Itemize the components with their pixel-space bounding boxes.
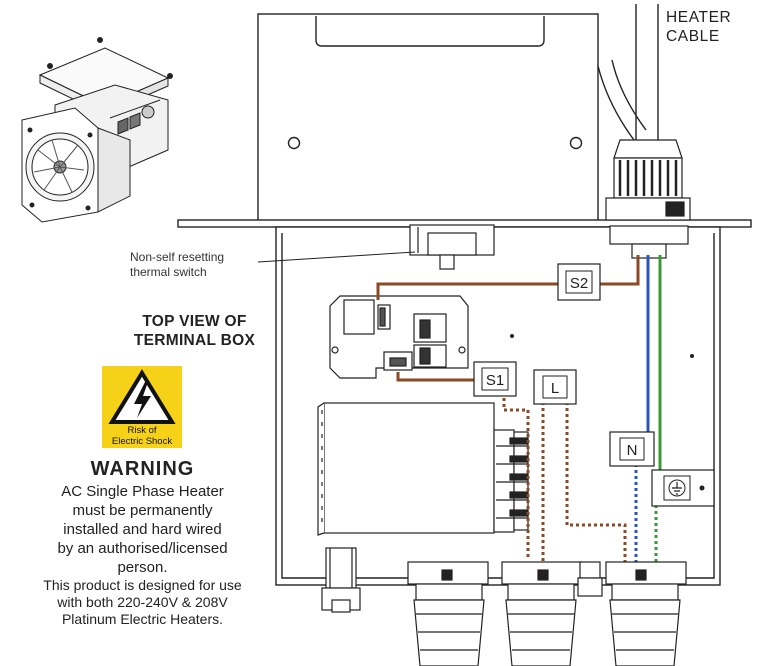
top-view-title-line-1: TOP VIEW OF	[142, 313, 247, 330]
heater-body-top	[177, 13, 752, 228]
tag-s2: S2	[557, 263, 601, 301]
top-view-title: TOP VIEW OF TERMINAL BOX	[112, 312, 277, 350]
warning-sign-line-2: Electric Shock	[112, 436, 172, 447]
product-note-line: with both 220-240V & 208V	[57, 594, 228, 610]
product-note-line: This product is designed for use	[43, 577, 242, 593]
thermal-switch-label: Non-self resetting thermal switch	[130, 250, 224, 280]
heater-cable-label-line-2: CABLE	[666, 28, 720, 45]
warning-line: AC Single Phase Heater	[61, 483, 224, 500]
warning-text: AC Single Phase Heater must be permanent…	[20, 482, 265, 577]
warning-block: WARNING AC Single Phase Heater must be p…	[20, 458, 265, 628]
terminal-block	[317, 402, 529, 536]
tag-n-label: N	[627, 442, 638, 459]
heater-cable-label-line-1: HEATER	[666, 9, 732, 26]
electric-shock-warning-sign: Risk of Electric Shock	[102, 366, 182, 448]
brown-wire-s1	[396, 372, 476, 382]
thermal-switch-label-line-1: Non-self resetting	[130, 250, 225, 264]
heater-cable-label: HEATER CABLE	[666, 8, 731, 46]
tag-s1: S1	[473, 361, 517, 397]
thermal-switch-label-line-2: thermal switch	[130, 265, 207, 279]
heater-illustration	[21, 37, 173, 223]
tag-n: N	[609, 431, 655, 467]
mount-hole	[690, 354, 694, 358]
warning-line: installed and hard wired	[63, 521, 222, 538]
heater-cable	[597, 4, 659, 145]
warning-title: WARNING	[90, 458, 195, 480]
dotted-brown-wire-s1	[502, 392, 530, 560]
tag-l-label: L	[551, 380, 559, 397]
dotted-brown-wire-l2	[565, 402, 627, 570]
warning-line: person.	[117, 559, 168, 576]
thermal-switch	[409, 224, 495, 270]
product-note-line: Platinum Electric Heaters.	[61, 611, 224, 627]
brown-wire-s2	[376, 255, 640, 300]
tag-s2-label: S2	[570, 275, 588, 292]
earth-icon	[668, 479, 686, 497]
warning-line: must be permanently	[72, 502, 213, 519]
top-view-title-line-2: TERMINAL BOX	[133, 332, 256, 349]
tag-l: L	[533, 369, 577, 405]
earth-terminal	[651, 469, 715, 507]
bottom-cable-glands	[407, 561, 687, 666]
warning-line: by an authorised/licensed	[57, 540, 228, 557]
tag-s1-label: S1	[486, 372, 504, 389]
bottom-left-fixture	[321, 547, 361, 613]
top-cable-gland	[605, 139, 691, 259]
product-note: This product is designed for use with bo…	[20, 577, 265, 628]
mount-hole	[510, 334, 514, 338]
warning-sign-line-1: Risk of	[127, 425, 156, 436]
thermal-switch-leader	[257, 251, 416, 263]
lightning-bolt-icon	[134, 382, 151, 418]
relay	[329, 295, 469, 379]
